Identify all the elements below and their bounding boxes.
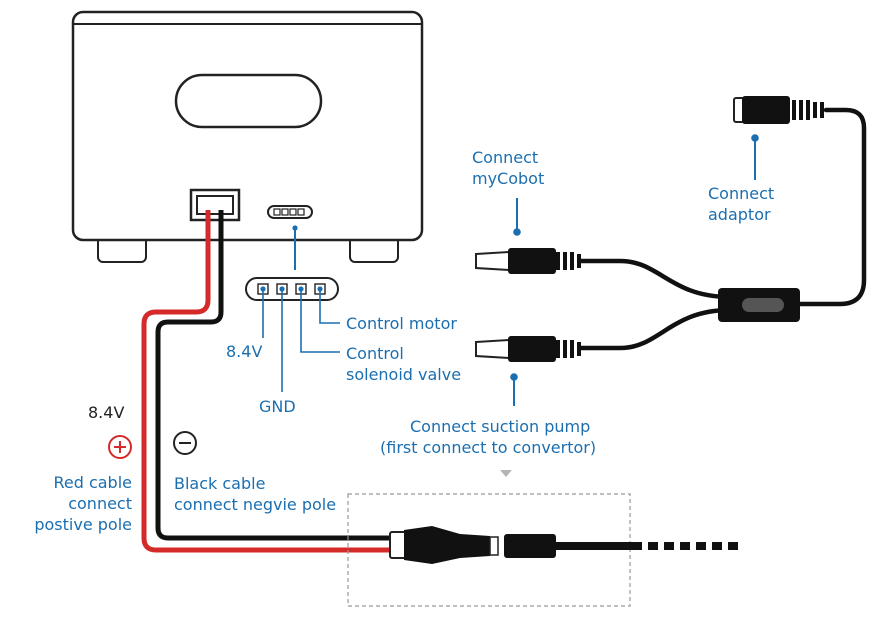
red-cable bbox=[141, 210, 392, 553]
label-suction-pump-2: (first connect to convertor) bbox=[380, 438, 596, 457]
label-black-cable-2: connect negvie pole bbox=[174, 495, 336, 514]
adaptor-socket bbox=[733, 96, 824, 124]
dc-convertor bbox=[389, 526, 740, 564]
plus-in-circle-icon bbox=[108, 435, 132, 459]
label-connect-adaptor-1: Connect bbox=[708, 184, 774, 203]
box-handle-slot bbox=[174, 73, 323, 129]
label-red-cable-3: postive pole bbox=[34, 515, 132, 534]
control-box bbox=[71, 10, 424, 263]
label-suction-pump-1: Connect suction pump bbox=[410, 417, 590, 436]
pin-leader-lines bbox=[262, 291, 340, 392]
plug-suction-pump bbox=[475, 336, 581, 362]
label-control-motor: Control motor bbox=[346, 314, 457, 333]
plug-mycobot bbox=[475, 248, 581, 274]
down-arrow-icon bbox=[500, 470, 512, 477]
callout-markers bbox=[510, 134, 759, 406]
label-pin-8v4: 8.4V bbox=[226, 342, 262, 361]
power-port-inner bbox=[196, 195, 234, 215]
label-control-solenoid-2: solenoid valve bbox=[346, 365, 461, 384]
pin-connector bbox=[245, 225, 340, 392]
power-cables bbox=[141, 210, 392, 553]
label-black-cable-1: Black cable bbox=[174, 474, 265, 493]
label-voltage-8v4: 8.4V bbox=[88, 403, 124, 422]
y-splitter-cable bbox=[577, 107, 867, 351]
label-red-cable-2: connect bbox=[68, 494, 132, 513]
label-connect-mycobot-2: myCobot bbox=[472, 169, 544, 188]
y-splitter-body bbox=[718, 288, 800, 322]
label-pin-gnd: GND bbox=[259, 397, 296, 416]
label-connect-adaptor-2: adaptor bbox=[708, 205, 771, 224]
label-control-solenoid-1: Control bbox=[346, 344, 404, 363]
label-connect-mycobot-1: Connect bbox=[472, 148, 538, 167]
label-red-cable-1: Red cable bbox=[53, 473, 132, 492]
minus-in-circle-icon bbox=[173, 431, 197, 455]
black-cable bbox=[155, 210, 392, 541]
